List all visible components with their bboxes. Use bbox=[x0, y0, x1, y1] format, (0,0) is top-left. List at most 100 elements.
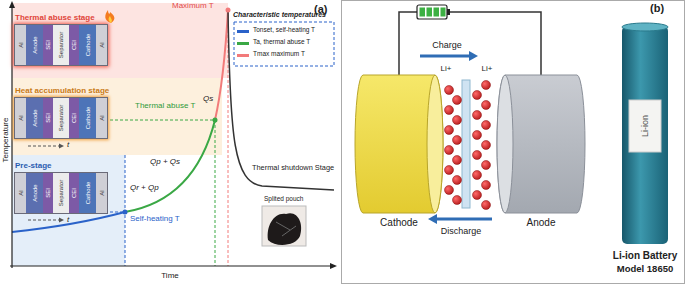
temperature-curve bbox=[228, 10, 334, 190]
layer-label: Separator bbox=[58, 180, 64, 206]
circuit-wire bbox=[399, 12, 541, 75]
electrode-layer: Cathode bbox=[79, 25, 96, 65]
layer-label: Cathode bbox=[85, 34, 91, 57]
stage-heading: Pre-stage bbox=[15, 162, 51, 170]
stage-inset: Thermal abuse stageAlAnodeSEISeparatorCE… bbox=[14, 24, 108, 66]
legend-text: Tonset, self-heating T bbox=[253, 27, 315, 34]
lithium-ion bbox=[445, 106, 454, 115]
lithium-ion bbox=[453, 96, 462, 105]
layer-label: CEI bbox=[71, 188, 77, 198]
layer-label: CEI bbox=[71, 40, 77, 50]
layer-label: Al bbox=[99, 190, 105, 195]
electrode-layer: Al bbox=[15, 98, 26, 138]
cathode-cylinder: Cathode bbox=[355, 75, 443, 213]
annotation-label: Maximum T bbox=[172, 2, 214, 10]
annotation-label: Thermal shutdown Stage bbox=[252, 164, 334, 171]
lithium-ion bbox=[482, 141, 491, 150]
charge-arrow bbox=[469, 51, 478, 61]
lithium-ion bbox=[445, 86, 454, 95]
cylinder-shape bbox=[355, 75, 443, 213]
panel-frame bbox=[342, 1, 685, 284]
lithium-ion bbox=[445, 81, 491, 210]
lithium-ion bbox=[453, 116, 462, 125]
annotation-label: Qr + Qp bbox=[130, 184, 159, 192]
temperature-curve bbox=[226, 8, 231, 13]
layer-label: Cathode bbox=[85, 107, 91, 130]
annotation-label: Charge bbox=[432, 41, 462, 50]
discharge-arrow bbox=[436, 218, 492, 221]
temperature-curve bbox=[213, 118, 218, 123]
charge-arrow bbox=[420, 51, 478, 61]
pouch-photo bbox=[268, 213, 302, 245]
lithium-ion bbox=[473, 191, 482, 200]
temperature-curve bbox=[12, 8, 334, 233]
cell-shape bbox=[622, 23, 668, 31]
axes bbox=[11, 7, 12, 268]
flame-icon bbox=[109, 16, 112, 23]
anode-cylinder: Anode bbox=[497, 75, 585, 213]
cell-18650: Li-ion bbox=[622, 22, 668, 248]
layer-label: Separator bbox=[58, 32, 64, 58]
annotation-label: Li-ion Battery bbox=[613, 251, 677, 261]
layer-label: SEI bbox=[45, 113, 51, 123]
axes bbox=[9, 1, 337, 269]
axes bbox=[330, 263, 337, 269]
electrode-layer: Anode bbox=[26, 98, 43, 138]
electrode-layer: Separator bbox=[53, 173, 69, 213]
lithium-ion bbox=[482, 161, 491, 170]
annotation-label: Characteristic temperatures bbox=[233, 11, 326, 18]
legend-swatch bbox=[237, 30, 249, 33]
reference-lines bbox=[215, 120, 216, 266]
stage-heading: Thermal abuse stage bbox=[15, 14, 95, 22]
layer-label: Anode bbox=[32, 36, 38, 53]
electrode-layer: Al bbox=[96, 98, 107, 138]
annotation-label: Splited pouch bbox=[264, 196, 303, 203]
lithium-ion bbox=[482, 101, 491, 110]
electrode-layer: SEI bbox=[43, 98, 53, 138]
time-arrow bbox=[59, 218, 64, 223]
pouch-photo bbox=[276, 222, 296, 236]
layer-label: Cathode bbox=[85, 182, 91, 205]
charge-arrow bbox=[420, 55, 470, 58]
separator bbox=[462, 80, 470, 208]
stage-bands bbox=[12, 155, 125, 266]
cell-label: Li-ion bbox=[641, 115, 650, 137]
cell-shape bbox=[629, 100, 661, 152]
electrode-layer: Al bbox=[96, 25, 107, 65]
battery-icon bbox=[427, 8, 433, 17]
lithium-ion bbox=[473, 91, 482, 100]
electrode-layer: Separator bbox=[53, 25, 69, 65]
stage-bands bbox=[12, 3, 228, 78]
lithium-ion bbox=[445, 146, 454, 155]
annotation-label: Discharge bbox=[441, 227, 482, 236]
reference-lines bbox=[110, 120, 215, 121]
battery-icon bbox=[447, 9, 450, 15]
annotation-label: Qp + Qs bbox=[150, 158, 180, 166]
electrode-layer: Anode bbox=[26, 173, 43, 213]
electrode-name: Anode bbox=[527, 218, 556, 228]
stage-bands bbox=[12, 3, 228, 266]
lithium-ion bbox=[445, 186, 454, 195]
electrode-layer: Cathode bbox=[79, 173, 96, 213]
layer-label: Separator bbox=[58, 105, 64, 131]
legend-text: Tmax maximum T bbox=[253, 51, 305, 58]
layer-label: Anode bbox=[32, 109, 38, 126]
electrode-layer: Al bbox=[96, 173, 107, 213]
stage-heading: Heat accumulation stage bbox=[15, 87, 109, 95]
electrode-name: Cathode bbox=[380, 218, 418, 228]
temperature-curve bbox=[215, 10, 228, 120]
lithium-ion bbox=[453, 196, 462, 205]
cell-shape bbox=[622, 26, 668, 244]
temperature-curve bbox=[12, 212, 125, 232]
layer-label: CEI bbox=[71, 113, 77, 123]
battery-icon bbox=[441, 8, 446, 17]
legend-box bbox=[234, 22, 334, 66]
layer-label: Al bbox=[18, 190, 24, 195]
annotation-label: Li+ bbox=[482, 65, 493, 73]
cylinder-shape bbox=[355, 75, 443, 213]
annotation-label: t bbox=[67, 216, 69, 224]
layer-label: SEI bbox=[45, 40, 51, 50]
cylinder-shape bbox=[497, 75, 585, 213]
lithium-ion bbox=[453, 176, 462, 185]
annotation-label: (b) bbox=[650, 3, 664, 14]
